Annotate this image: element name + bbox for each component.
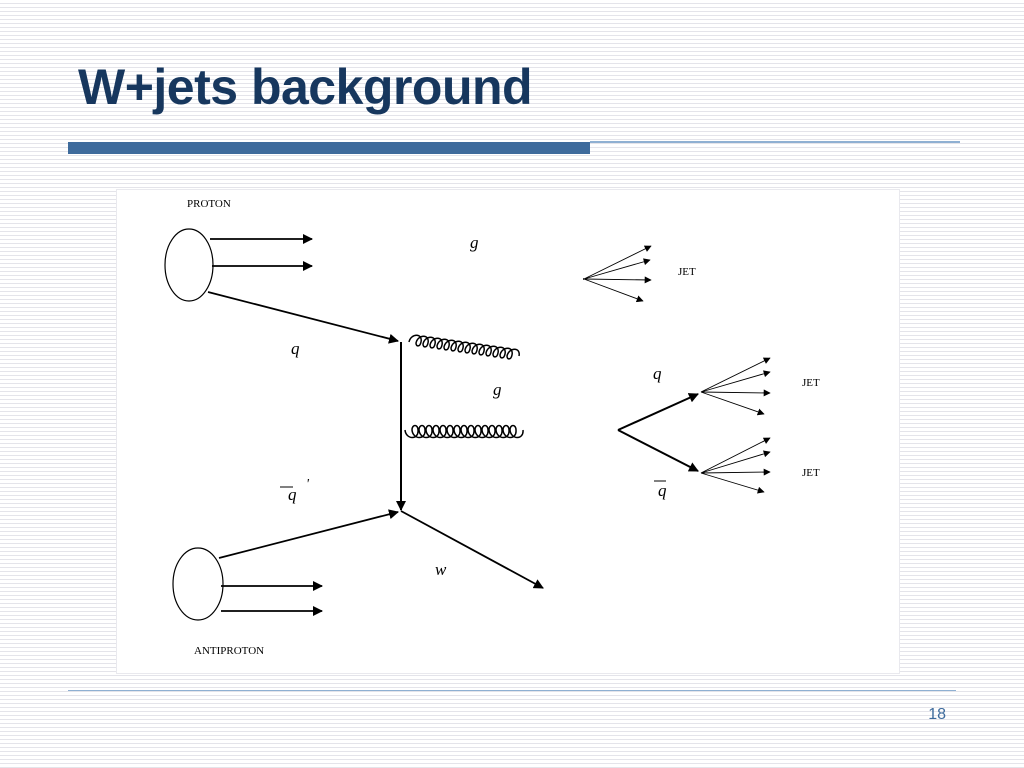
- w-boson-line: [400, 510, 544, 589]
- gluon-g-mid-label: g: [493, 380, 502, 399]
- jet-top-fan: [583, 245, 652, 303]
- antiquark-q-prime-label: q: [288, 485, 297, 504]
- split-quark-line: [617, 393, 699, 431]
- jet-lower-fan: [700, 437, 771, 494]
- antiproton-blob: [172, 547, 224, 621]
- jet-middle-fan: [700, 357, 771, 416]
- jet-top-label: JET: [678, 266, 696, 278]
- jet-lower-label: JET: [802, 467, 820, 479]
- title-underline-thick: [68, 142, 590, 154]
- quark-q-label: q: [291, 339, 300, 358]
- w-boson-label: w: [435, 560, 447, 579]
- antiquark-q-out-label: q: [658, 481, 667, 500]
- prime-mark-label: ': [306, 477, 310, 492]
- slide-page-number: 18: [928, 706, 946, 723]
- gluon-top: [408, 334, 520, 360]
- feynman-diagram-panel: PROTON q g JET g q q: [116, 189, 900, 674]
- jet-middle-label: JET: [802, 377, 820, 389]
- slide-title: W+jets background: [78, 59, 533, 115]
- proton-blob: [164, 228, 214, 302]
- split-antiquark-line: [617, 429, 699, 472]
- incoming-quark-line: [207, 291, 399, 344]
- antiproton-label: ANTIPROTON: [194, 645, 264, 657]
- incoming-antiquark-line: [218, 509, 399, 559]
- gluon-g-top-label: g: [470, 233, 479, 252]
- gluon-middle: [404, 424, 524, 439]
- footer-divider: [68, 690, 956, 691]
- proton-label: PROTON: [187, 198, 231, 210]
- title-underline-thin: [590, 141, 960, 143]
- feynman-diagram: PROTON q g JET g q q: [164, 198, 820, 657]
- quark-q-out-label: q: [653, 364, 662, 383]
